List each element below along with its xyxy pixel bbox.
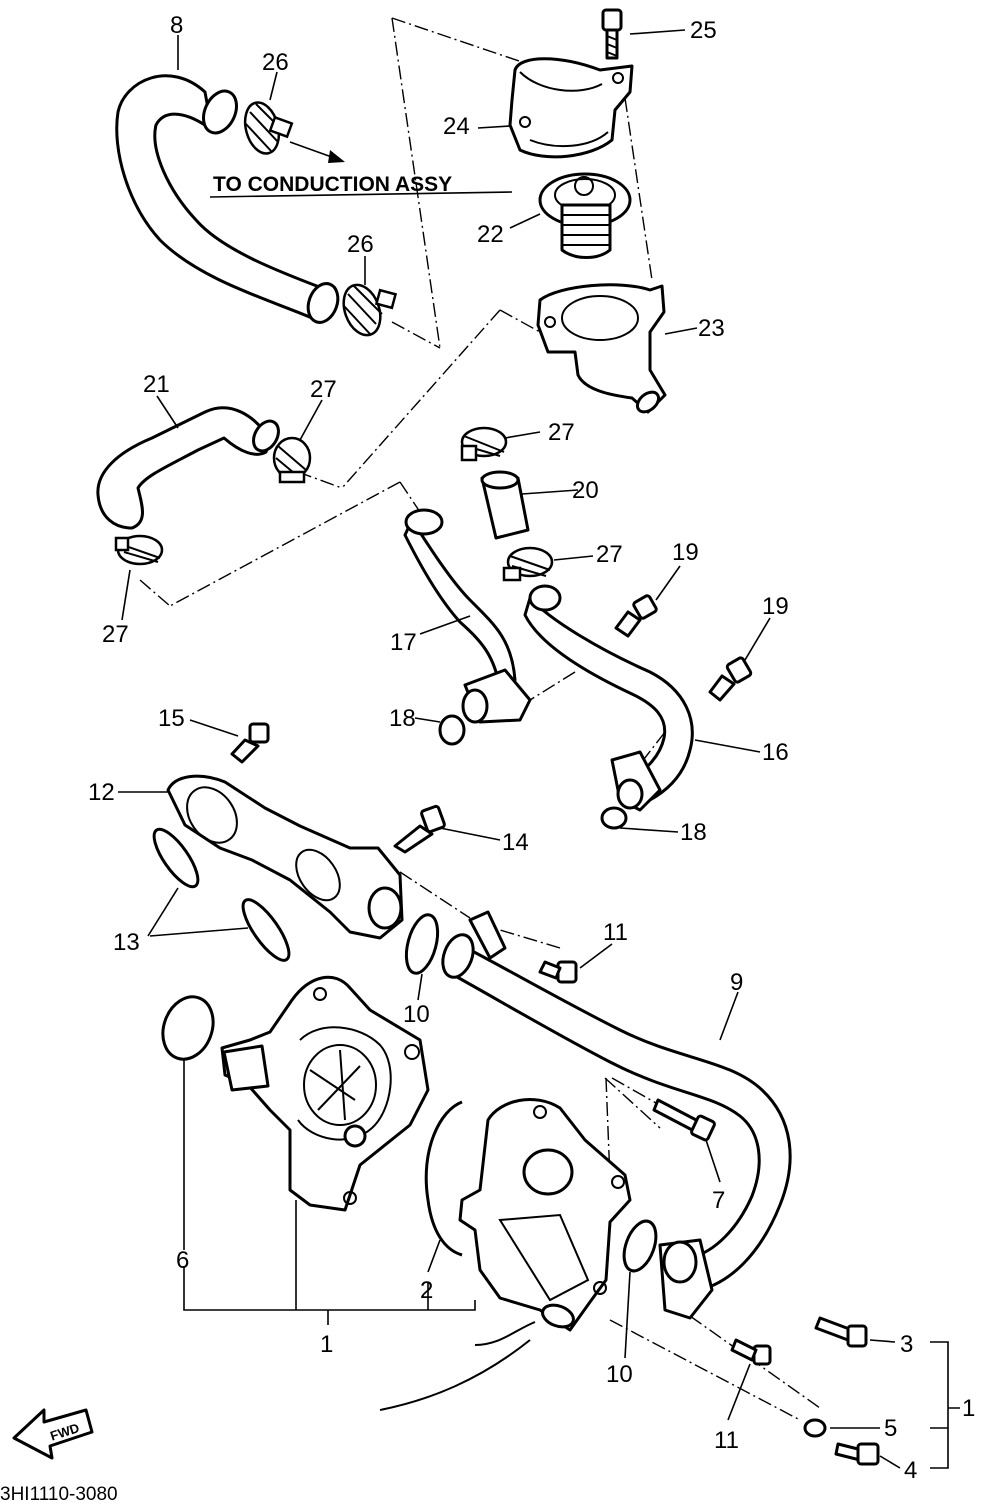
drawing-code: 3HI1110-3080 (0, 1484, 118, 1505)
callout-16: 16 (762, 739, 789, 766)
washer-5 (803, 1418, 827, 1438)
callout-14: 14 (502, 829, 529, 856)
callout-11-upper: 11 (603, 919, 628, 946)
callout-13: 13 (113, 929, 140, 956)
callout-15: 15 (158, 705, 185, 732)
callout-5: 5 (884, 1415, 897, 1442)
o-ring-10-lower (622, 1219, 658, 1273)
callout-12: 12 (88, 779, 115, 806)
callout-17: 17 (390, 629, 417, 656)
bolt-19-lower (708, 656, 753, 702)
bolt-14 (393, 804, 446, 854)
callout-9: 9 (730, 969, 743, 996)
callout-26-upper: 26 (262, 49, 289, 76)
callout-22: 22 (477, 221, 504, 248)
direction-arrow (289, 141, 345, 163)
callout-27-c: 27 (548, 419, 575, 446)
hose-clamp-27-a (272, 436, 312, 484)
callout-20: 20 (572, 477, 599, 504)
hose-clamp-26-lower (342, 283, 398, 337)
short-hose-20 (480, 470, 530, 540)
callout-25: 25 (690, 17, 717, 44)
callout-7: 7 (712, 1187, 725, 1214)
callout-6: 6 (176, 1247, 189, 1274)
gaskets-13 (152, 827, 291, 962)
callout-26-lower: 26 (347, 231, 374, 258)
callout-27-d: 27 (596, 541, 623, 568)
bolt-19-upper (614, 594, 658, 638)
gasket-2 (424, 1100, 463, 1257)
hose-clamp-26-upper (243, 101, 294, 155)
callout-18-left: 18 (389, 705, 416, 732)
drain-bolt-4 (834, 1442, 880, 1466)
coolant-hose-8 (115, 74, 340, 324)
callout-1-assy: 1 (320, 1331, 333, 1358)
callout-11-lower: 11 (714, 1427, 739, 1454)
callout-3: 3 (900, 1331, 913, 1358)
coolant-joint-12 (166, 774, 404, 940)
fwd-arrow-icon: FWD (12, 1408, 94, 1460)
callout-8: 8 (170, 12, 183, 39)
callout-1-kit: 1 (962, 1395, 975, 1422)
callout-10-upper: 10 (403, 1001, 430, 1028)
o-ring-10-upper (404, 913, 440, 975)
thermostat-22 (538, 172, 632, 259)
bolt-3 (814, 1316, 868, 1348)
callout-2: 2 (420, 1277, 433, 1304)
callout-27-a: 27 (310, 376, 337, 403)
callout-10-lower: 10 (606, 1361, 633, 1388)
hose-clamp-27-b (114, 534, 164, 566)
hose-clamp-27-c (460, 426, 508, 462)
o-ring-6 (161, 995, 215, 1061)
callout-21: 21 (143, 371, 170, 398)
callout-19-lower: 19 (762, 593, 789, 620)
callout-27-b: 27 (102, 621, 129, 648)
bolt-11-lower (730, 1338, 772, 1366)
callout-19-upper: 19 (672, 539, 699, 566)
callout-18-right: 18 (680, 819, 707, 846)
annotation-to-conduction: TO CONDUCTION ASSY (213, 173, 452, 196)
o-ring-18-right (600, 806, 628, 830)
bolt-7 (652, 1098, 716, 1142)
hose-clamp-27-d (502, 546, 554, 582)
o-ring-18-left (438, 714, 466, 746)
thermostat-housing-23 (536, 283, 667, 414)
leader-lines (118, 29, 960, 1469)
coolant-pipe-17 (403, 508, 532, 724)
bolt-25 (601, 8, 623, 60)
bolt-11-upper (538, 960, 578, 984)
water-pump-impeller-assy (220, 975, 430, 1212)
callout-4: 4 (904, 1457, 917, 1484)
coolant-pipe-9 (441, 910, 792, 1320)
thermostat-cover-24 (508, 57, 634, 159)
background-hoses (379, 1321, 536, 1411)
callout-23: 23 (698, 315, 725, 342)
coolant-hose-21 (96, 406, 280, 530)
bolt-15 (230, 722, 270, 764)
callout-24: 24 (443, 113, 470, 140)
coolant-pipe-16 (523, 584, 694, 812)
water-pump-housing (458, 1098, 632, 1332)
